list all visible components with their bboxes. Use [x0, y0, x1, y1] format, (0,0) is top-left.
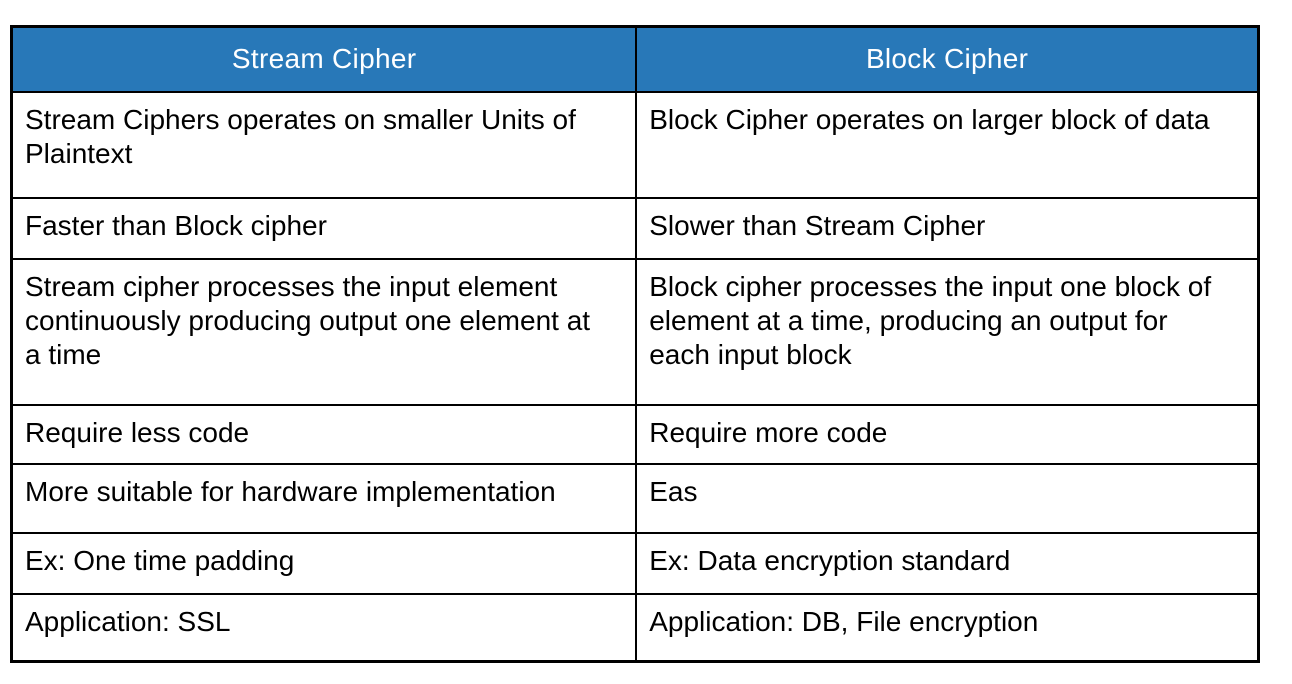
cell-block-cipher: Block Cipher operates on larger block of… [635, 90, 1260, 199]
cell-stream-cipher: Faster than Block cipher [10, 196, 638, 260]
table-row: Stream Ciphers operates on smaller Units… [10, 90, 1260, 199]
table-row: Faster than Block cipher Slower than Str… [10, 196, 1260, 260]
header-cell-stream-cipher: Stream Cipher [10, 25, 638, 93]
cell-stream-cipher: More suitable for hardware implementatio… [10, 462, 638, 534]
cipher-comparison-table: Stream Cipher Block Cipher Stream Cipher… [10, 25, 1260, 663]
cell-block-cipher: Slower than Stream Cipher [635, 196, 1260, 260]
table-row: Ex: One time padding Ex: Data encryption… [10, 531, 1260, 595]
table-row: Require less code Require more code [10, 403, 1260, 465]
cell-block-cipher: Block cipher processes the input one blo… [635, 257, 1260, 406]
cell-block-cipher: Ex: Data encryption standard [635, 531, 1260, 595]
cell-block-cipher: Eas [635, 462, 1260, 534]
cell-stream-cipher: Stream cipher processes the input elemen… [10, 257, 638, 406]
table-row: Stream cipher processes the input elemen… [10, 257, 1260, 406]
cell-stream-cipher: Application: SSL [10, 592, 638, 663]
header-cell-block-cipher: Block Cipher [635, 25, 1260, 93]
table-header-row: Stream Cipher Block Cipher [10, 25, 1260, 93]
cell-block-cipher: Application: DB, File encryption [635, 592, 1260, 663]
cell-stream-cipher: Stream Ciphers operates on smaller Units… [10, 90, 638, 199]
cell-block-cipher: Require more code [635, 403, 1260, 465]
cell-stream-cipher: Require less code [10, 403, 638, 465]
table-row: Application: SSL Application: DB, File e… [10, 592, 1260, 663]
table-row: More suitable for hardware implementatio… [10, 462, 1260, 534]
cell-stream-cipher: Ex: One time padding [10, 531, 638, 595]
